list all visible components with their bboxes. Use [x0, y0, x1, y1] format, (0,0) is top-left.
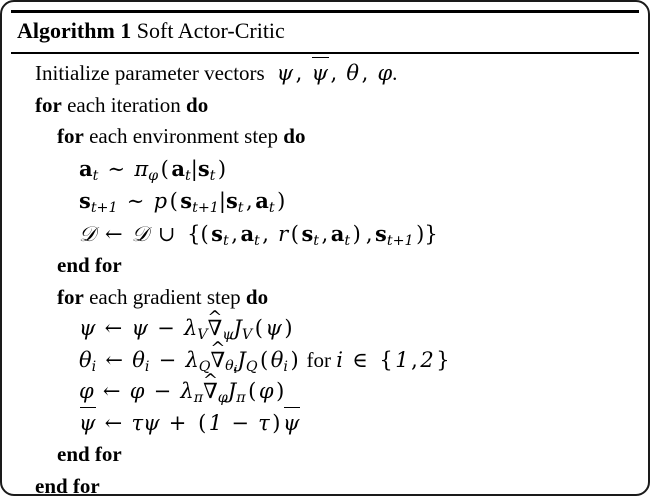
line-1-math: ψ, ψ, θ, φ — [270, 57, 392, 85]
algorithm-line-1: Initialize parameter vectors ψ, ψ, θ, φ. — [11, 57, 639, 90]
algorithm-line-9: ψ ← ψ − λV∇ψJV(ψ) — [11, 313, 639, 345]
algorithm-line-6: 𝒟 ← 𝒟 ∪ {(st,at, r(st,at),st+1)} — [11, 218, 639, 251]
algorithm-line-3: for each environment step do — [11, 121, 639, 153]
algorithm-number-label: Algorithm 1 — [17, 18, 132, 43]
keyword-end-for: end for — [35, 473, 100, 496]
keyword-do: do — [186, 92, 209, 117]
algorithm-line-8: for each gradient step do — [11, 282, 639, 314]
line-12-math: ψ ← τψ + (1 − τ)ψ — [79, 406, 301, 435]
keyword-do: do — [245, 284, 269, 309]
algorithm-line-13: end for — [11, 439, 639, 471]
keyword-for: for — [35, 92, 62, 117]
algorithm-line-4: at ∼ πφ(at|st) — [11, 153, 639, 186]
line-4-math: at ∼ πφ(at|st) — [79, 155, 227, 184]
keyword-for: for — [57, 124, 84, 148]
line-2-text: each iteration — [67, 92, 181, 117]
line-5-math: st+1 ∼ p(st+1|st,at) — [79, 188, 286, 216]
algorithm-line-12: ψ ← τψ + (1 − τ)ψ — [11, 406, 639, 440]
algorithm-line-10: θi ← θi − λQ∇θiJQ(θi) for i ∈ {1,2} — [11, 345, 639, 377]
algorithm-line-2: for each iteration do — [11, 90, 639, 122]
algorithm-line-11: φ ← φ − λπ∇φJπ(φ) — [11, 376, 639, 408]
algorithm-title: Algorithm 1 Soft Actor-Critic — [11, 13, 639, 48]
line-10-for-word: for — [306, 347, 331, 372]
line-1-lead-text: Initialize parameter vectors — [35, 61, 265, 85]
line-9-math: ψ ← ψ − λV∇ψJV(ψ) — [79, 316, 295, 342]
rule-top — [11, 10, 639, 13]
algorithm-name-label: Soft Actor-Critic — [136, 18, 285, 43]
line-6-math: 𝒟 ← 𝒟 ∪ {(st,at, r(st,at),st+1)} — [79, 220, 438, 249]
algorithm-line-14: end for — [11, 471, 639, 496]
algorithm-line-7: end for — [11, 250, 639, 282]
algorithm-body: Initialize parameter vectors ψ, ψ, θ, φ.… — [11, 54, 639, 496]
line-1-period: . — [392, 61, 398, 85]
line-3-text: each environment step — [89, 124, 279, 148]
keyword-do: do — [283, 124, 306, 148]
keyword-for: for — [57, 284, 84, 309]
algorithm-line-5: st+1 ∼ p(st+1|st,at) — [11, 185, 639, 218]
line-11-math: φ ← φ − λπ∇φJπ(φ) — [79, 379, 287, 405]
line-10-math: θi ← θi − λQ∇θiJQ(θi) — [79, 348, 301, 376]
rule-title-separator — [11, 52, 639, 54]
keyword-end-for: end for — [57, 442, 122, 466]
line-10-math-tail: i ∈ {1,2} — [336, 347, 450, 372]
keyword-end-for: end for — [57, 253, 122, 277]
